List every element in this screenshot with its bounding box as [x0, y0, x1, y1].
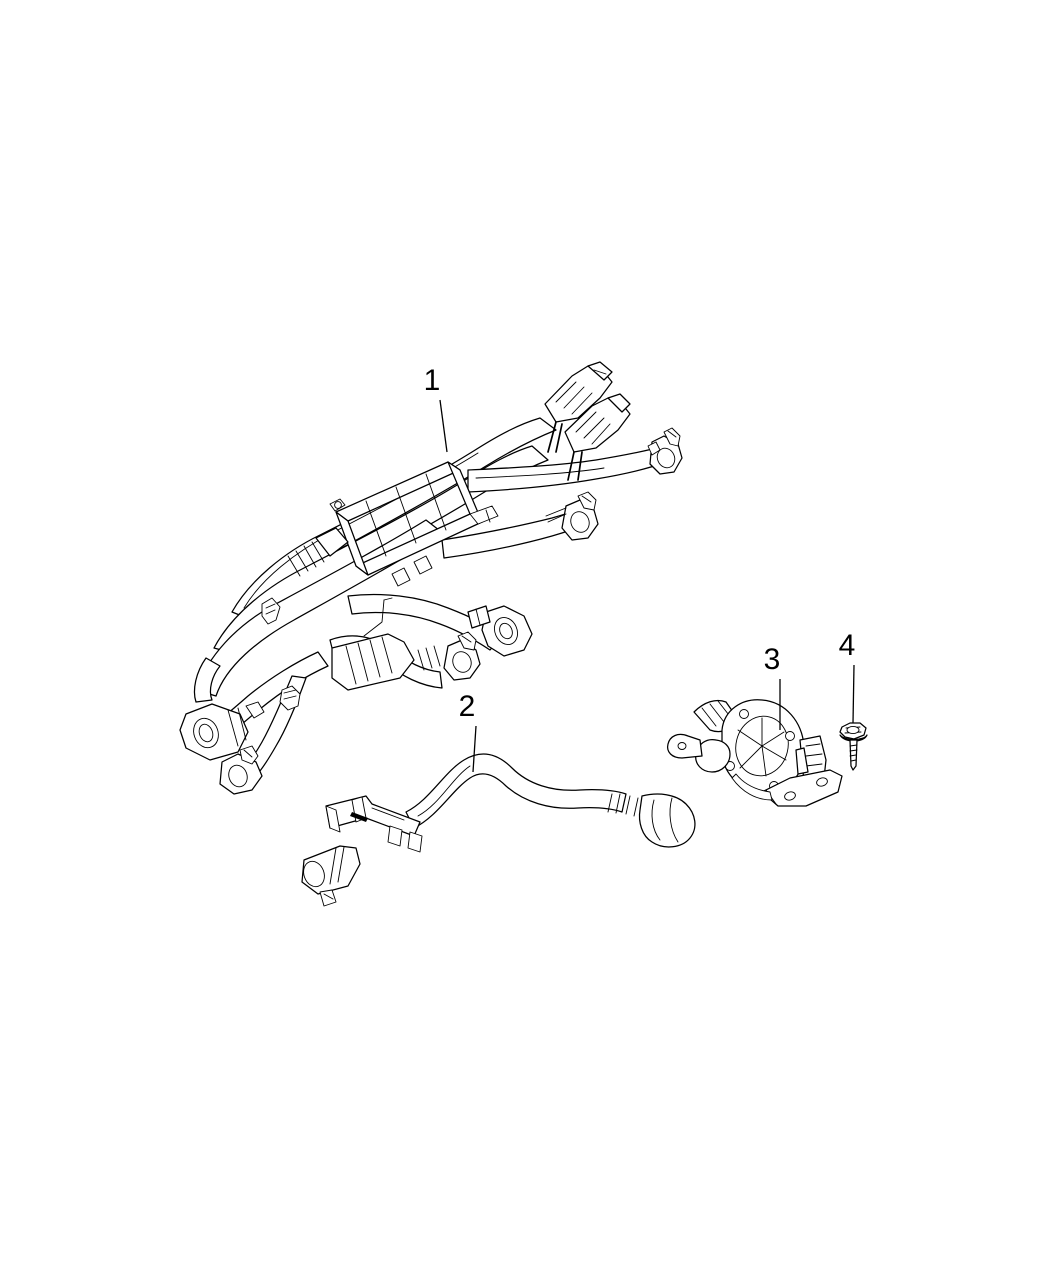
spring-hose-clamp-lower-mid[interactable]	[443, 631, 481, 681]
bolt-washer-flange	[839, 734, 868, 742]
flared-connector-lower-right[interactable]	[467, 605, 533, 657]
part-3-auxiliary-water-pump[interactable]	[666, 699, 843, 807]
callout-2-number: 2	[459, 690, 476, 723]
callout-1-leader	[439, 399, 448, 453]
callouts-layer: 1 2 3 4	[424, 364, 856, 773]
hose-retainer-clip	[261, 597, 281, 625]
part-1-hose-harness-assembly[interactable]	[179, 361, 683, 795]
hose-retaining-bracket[interactable]	[329, 461, 499, 587]
hose-ferrule-band-right	[417, 645, 441, 671]
quick-connect-fitting-top-b[interactable]	[564, 393, 631, 481]
hose-flared-end-cap[interactable]	[638, 793, 696, 848]
pump-electrical-connector[interactable]	[795, 735, 827, 783]
callout-1: 1	[424, 364, 448, 453]
hose-mounting-bracket[interactable]	[325, 795, 423, 853]
quick-connect-fitting-top-a[interactable]	[544, 361, 613, 453]
connector-left-lower[interactable]	[219, 745, 263, 795]
spring-clamp-left-tube[interactable]	[279, 685, 301, 711]
callout-2-leader	[472, 725, 477, 773]
callout-4: 4	[839, 629, 856, 724]
callout-4-number: 4	[839, 629, 856, 662]
bolt-hex-head	[839, 722, 867, 740]
callout-1-number: 1	[424, 364, 441, 397]
hose-connector-left-end[interactable]	[300, 845, 361, 907]
small-wire-bracket	[363, 597, 393, 637]
callout-3-number: 3	[764, 643, 781, 676]
spring-hose-clamp-right-mid[interactable]	[545, 491, 599, 541]
part-4-mounting-bolt[interactable]	[839, 722, 868, 771]
hose-ferrule-cluster-mid	[331, 633, 415, 691]
part-2-auxiliary-heater-hose[interactable]	[300, 753, 696, 907]
large-connector-left[interactable]	[179, 701, 265, 761]
callout-4-leader	[852, 664, 855, 724]
spring-hose-clamp-right-upper[interactable]	[647, 427, 683, 475]
callout-3: 3	[764, 643, 781, 730]
hose-ferrule-upper-left	[287, 527, 349, 577]
callout-2: 2	[459, 690, 477, 773]
pump-lower-skirt	[731, 773, 773, 801]
bolt-threaded-shank	[849, 739, 858, 771]
hose-ferrule-right-end	[607, 793, 639, 817]
hose-elbow-left	[193, 657, 221, 703]
pump-mounting-ear[interactable]	[666, 733, 703, 759]
